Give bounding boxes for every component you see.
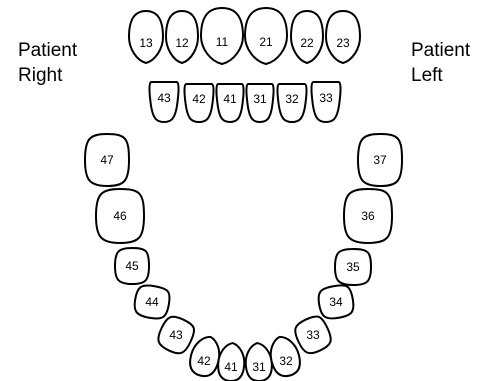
tooth-upper2-32 <box>276 83 308 123</box>
tooth-number: 13 <box>139 36 153 50</box>
tooth-outline <box>114 247 150 285</box>
tooth-arch-36 <box>343 188 393 244</box>
tooth-number: 37 <box>373 153 387 167</box>
tooth-upper1-22 <box>290 10 324 64</box>
tooth-upper2-33 <box>310 81 342 123</box>
tooth-outline <box>183 83 215 123</box>
tooth-outline <box>343 188 393 244</box>
tooth-number: 45 <box>125 259 139 273</box>
tooth-outline <box>200 7 244 65</box>
tooth-outline <box>95 188 145 244</box>
tooth-arch-34 <box>317 284 355 320</box>
tooth-outline <box>215 83 245 123</box>
tooth-outline <box>294 315 332 355</box>
tooth-number: 21 <box>259 35 273 49</box>
patient-left-label: Patient Left <box>411 38 470 88</box>
tooth-number: 33 <box>319 91 333 105</box>
tooth-outline <box>276 83 308 123</box>
tooth-number: 31 <box>252 360 266 374</box>
tooth-arch-44 <box>133 284 171 320</box>
tooth-outline <box>317 284 355 320</box>
tooth-outline <box>245 83 275 123</box>
tooth-outline <box>357 133 403 187</box>
tooth-arch-45 <box>114 247 150 285</box>
tooth-number: 32 <box>279 354 293 368</box>
tooth-outline <box>290 10 324 64</box>
tooth-number: 43 <box>157 91 171 105</box>
tooth-number: 43 <box>169 328 183 342</box>
tooth-number: 33 <box>306 328 320 342</box>
tooth-number: 42 <box>192 92 206 106</box>
tooth-outline <box>334 248 372 286</box>
tooth-number: 46 <box>113 209 127 223</box>
tooth-arch-46 <box>95 188 145 244</box>
patient-right-label-line2: Right <box>18 65 63 86</box>
patient-left-label-line2: Left <box>411 65 443 86</box>
tooth-number: 42 <box>197 354 211 368</box>
tooth-outline <box>133 284 171 320</box>
tooth-outline <box>128 10 164 64</box>
tooth-upper2-41 <box>215 83 245 123</box>
tooth-outline <box>244 7 288 65</box>
tooth-upper1-23 <box>325 10 361 64</box>
tooth-upper1-13 <box>128 10 164 64</box>
tooth-upper1-11 <box>200 7 244 65</box>
tooth-number: 22 <box>300 36 314 50</box>
tooth-number: 44 <box>145 295 159 309</box>
tooth-number: 41 <box>223 92 237 106</box>
tooth-arch-43 <box>157 315 196 355</box>
tooth-outline <box>157 315 196 355</box>
tooth-arch-42 <box>189 335 221 378</box>
tooth-upper2-43 <box>148 81 180 123</box>
tooth-arch-32 <box>269 335 301 378</box>
tooth-number: 12 <box>175 36 189 50</box>
tooth-number: 32 <box>285 92 299 106</box>
tooth-upper2-42 <box>183 83 215 123</box>
tooth-number: 36 <box>361 209 375 223</box>
tooth-upper1-12 <box>165 10 199 64</box>
tooth-number: 41 <box>224 360 238 374</box>
tooth-arch-35 <box>334 248 372 286</box>
tooth-outline <box>269 335 301 378</box>
tooth-number: 11 <box>216 35 229 49</box>
tooth-arch-37 <box>357 133 403 187</box>
patient-right-label-line1: Patient <box>18 40 78 61</box>
tooth-outline <box>148 81 180 123</box>
patient-left-label-line1: Patient <box>411 40 471 61</box>
tooth-number: 47 <box>100 153 114 167</box>
tooth-outline <box>310 81 342 123</box>
tooth-outline <box>325 10 361 64</box>
tooth-upper2-31 <box>245 83 275 123</box>
tooth-arch-47 <box>84 133 130 187</box>
tooth-outline <box>84 133 130 187</box>
tooth-outline <box>189 335 221 378</box>
patient-right-label: Patient Right <box>18 38 77 88</box>
tooth-upper1-21 <box>244 7 288 65</box>
tooth-number: 23 <box>336 36 350 50</box>
tooth-number: 35 <box>346 260 360 274</box>
tooth-arch-33 <box>294 315 332 355</box>
tooth-outline <box>165 10 199 64</box>
tooth-number: 34 <box>329 295 343 309</box>
tooth-number: 31 <box>253 92 267 106</box>
